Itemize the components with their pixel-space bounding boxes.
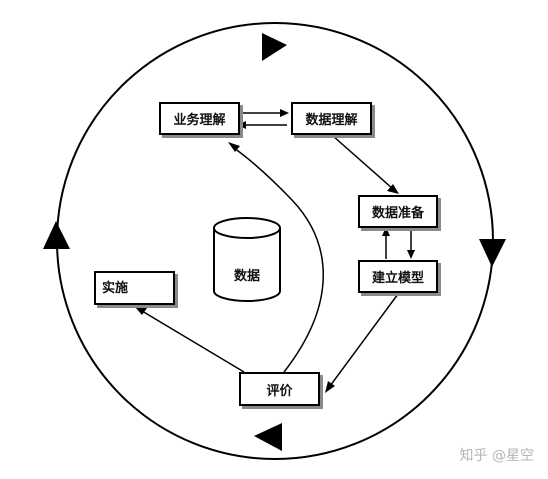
arrow-evaluation-to-business <box>233 147 324 373</box>
node-deployment: 实施 <box>94 271 175 305</box>
node-data-preparation-label: 数据准备 <box>371 206 424 221</box>
arrow-modeling-to-evaluation <box>329 293 399 387</box>
cycle-arrowhead-bottom <box>254 423 282 451</box>
node-business-understanding-label: 业务理解 <box>173 113 226 128</box>
cycle-arrowhead-top <box>262 33 287 61</box>
arrowhead <box>135 307 147 315</box>
node-evaluation-label: 评价 <box>266 383 293 399</box>
arrowhead <box>325 381 335 393</box>
arrowhead <box>387 184 399 194</box>
node-business-understanding: 业务理解 <box>159 102 240 135</box>
node-data-preparation: 数据准备 <box>358 195 438 228</box>
arrowhead <box>407 250 415 259</box>
arrow-evaluation-to-deployment <box>141 310 245 373</box>
node-modeling: 建立模型 <box>358 260 438 293</box>
database-cylinder-top <box>213 217 281 239</box>
node-modeling-label: 建立模型 <box>371 271 424 286</box>
arrowhead <box>228 142 240 152</box>
node-evaluation: 评价 <box>239 372 320 406</box>
cycle-arrowhead-right <box>479 239 506 267</box>
cycle-arrowhead-left <box>43 221 70 249</box>
arrowhead <box>280 109 289 117</box>
database-cylinder-body <box>213 228 281 302</box>
node-deployment-label: 实施 <box>102 281 129 296</box>
arrowhead <box>382 227 390 236</box>
data-store-label: 数据 <box>234 269 261 284</box>
watermark: 知乎 @星空 <box>459 448 534 464</box>
node-data-understanding-label: 数据理解 <box>305 113 358 128</box>
arrowhead <box>237 121 246 129</box>
node-data-understanding: 数据理解 <box>291 102 372 135</box>
arrow-data-understanding-to-preparation <box>332 135 394 190</box>
